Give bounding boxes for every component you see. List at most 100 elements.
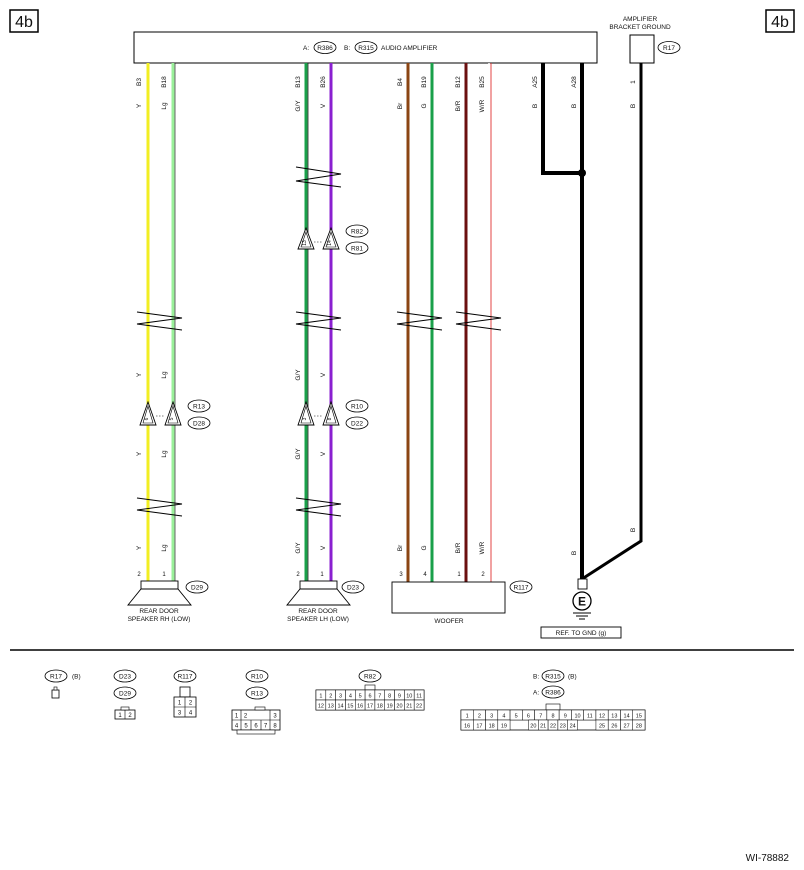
ground-symbol-letter: E [578, 595, 586, 609]
pin-label-wf-4: B25 [479, 76, 486, 88]
wire-b-a25 [541, 63, 582, 175]
wire-label-y-bottom: Y [136, 545, 143, 550]
legend-r82-row1-pin: 5 [359, 694, 362, 700]
legend-d23-oval [113, 669, 137, 683]
connector-r10-d22: 3 8 R10 D22 [297, 399, 369, 430]
terminal-r13-6: 6 [144, 417, 150, 420]
amplifier-conn-a: R386 [317, 45, 333, 52]
legend-r82-row2-pin: 17 [367, 704, 373, 710]
legend-r315-row2a-cell [497, 719, 511, 731]
wire-label-y-low: Y [136, 451, 143, 456]
legend-r17-label: R17 [50, 674, 62, 681]
legend-r10-label: R10 [251, 674, 263, 681]
amplifier-conn-b-oval [354, 41, 378, 54]
legend-r315-row2b-pin: 20 [530, 724, 536, 730]
pin-label-gnd-2: A28 [571, 76, 578, 88]
bracket-ground-box [629, 34, 655, 64]
speaker-rh-label-2: SPEAKER RH (LOW) [128, 616, 191, 623]
conn-d29-oval [185, 580, 209, 594]
bracket-ground-conn-oval [657, 41, 681, 54]
legend-r315-row2c-pin: 27 [624, 724, 630, 730]
speaker-lh-label-1: REAR DOOR [298, 608, 338, 615]
legend-r10-oval [245, 669, 269, 683]
audio-amplifier: A: R386 B: R315 AUDIO AMPLIFIER [133, 31, 598, 64]
legend-r315-row2c-pin: 25 [599, 724, 605, 730]
terminal-wf-3: 3 [399, 572, 403, 578]
legend-r82-row1-pin: 10 [406, 694, 412, 700]
legend-r315-row1-pin: 6 [527, 714, 530, 720]
triangle-rh-y-r13-inner [142, 404, 154, 424]
legend-r315-row1-pin: 13 [611, 714, 617, 720]
pin-labels: B3 B18 B13 B26 B4 B19 B12 B25 A25 A28 1 [136, 76, 637, 88]
wire-break-lh-mid [295, 311, 342, 331]
wire-label-v-low: V [320, 451, 327, 456]
wire-break-woofer-right [455, 311, 502, 331]
conn-r117: R117 [513, 585, 528, 592]
legend-d-tab [120, 706, 130, 711]
wire-label-b-a25: B [532, 104, 539, 108]
legend-r315-row2c-pin: 28 [636, 724, 642, 730]
legend-r10-pin-1: 1 [235, 714, 239, 720]
pin-label-lh-2: B26 [320, 76, 327, 88]
legend-d-pin-2: 2 [128, 713, 132, 719]
amplifier-bracket-ground: AMPLIFIER BRACKET GROUND R17 [609, 16, 681, 64]
terminal-r10-3: 3 [302, 417, 308, 420]
legend-r82-row2-pin: 12 [318, 704, 324, 710]
speaker-lh-cone [286, 588, 351, 606]
legend-r13-label: R13 [251, 691, 263, 698]
bracket-ground-label-2: BRACKET GROUND [609, 24, 671, 31]
triangle-lh-v-r81-inner [325, 231, 337, 248]
wire-label-b-bracket-top: B [630, 104, 637, 108]
legend-r10-pin-4: 4 [235, 724, 239, 730]
speaker-rh-magnet [140, 580, 179, 590]
legend-r315-row2b-pin: 24 [570, 724, 576, 730]
wire-label-b-bottom: B [571, 551, 578, 555]
legend-r315-row2b-pin: 23 [560, 724, 566, 730]
legend-r117-pin-4: 4 [189, 711, 193, 717]
wire-label-gy-top: G/Y [295, 100, 302, 112]
wire-label-v-mid: V [320, 372, 327, 377]
legend-r82-row2-pin: 22 [416, 704, 422, 710]
legend-r117-pin-1: 1 [178, 701, 182, 707]
legend-r315-row1-pin: 1 [466, 714, 469, 720]
legend-r315-oval [541, 669, 565, 683]
amplifier-prefix-b: B: [344, 45, 350, 52]
wire-break-rh-mid [136, 311, 183, 331]
rear-door-speaker-rh: 2 1 D29 REAR DOOR SPEAKER RH (LOW) [127, 572, 209, 623]
legend-r315-row2a-pin: 18 [489, 724, 495, 730]
legend-r315-tab [545, 703, 561, 711]
wire-color-labels: Y Lg G/Y V Br G B/R W/R B B B Y Lg G/Y V… [136, 99, 637, 555]
legend-r386-oval [541, 685, 565, 699]
wire-label-b-a28: B [571, 104, 578, 108]
triangle-lh-v-r10-inner [325, 404, 337, 424]
legend-r315-row1-pin: 10 [574, 714, 580, 720]
legend-d29-oval [113, 686, 137, 700]
wire-label-lg-low: Lg [161, 450, 168, 458]
rear-door-speaker-lh: 2 1 D23 REAR DOOR SPEAKER LH (LOW) [286, 572, 365, 623]
terminal-r82-13: 13 [302, 240, 308, 246]
legend-r82-row1-pin: 2 [329, 694, 332, 700]
wire-label-gy-mid: G/Y [295, 369, 302, 381]
legend-r315-row2b-pin: 21 [540, 724, 546, 730]
legend-r315-row2a-pin: 19 [501, 724, 507, 730]
wire-label-br-bottom: Br [397, 544, 404, 551]
terminal-r10-8: 8 [327, 417, 333, 420]
wire-breaks [136, 166, 502, 517]
pin-label-bracket: 1 [630, 80, 637, 84]
legend-r82-row1-pin: 1 [319, 694, 322, 700]
legend-r17-color: (B) [72, 674, 81, 681]
woofer: 3 4 1 2 R117 WOOFER [391, 572, 533, 625]
legend-r82-row2-pin: 21 [406, 704, 412, 710]
terminal-rh-2: 2 [137, 572, 141, 578]
terminal-rh-1: 1 [162, 572, 166, 578]
wire-label-wr-bottom: W/R [479, 541, 486, 554]
legend-r117-pin-2: 2 [189, 701, 193, 707]
wire-break-lh-lower [295, 497, 342, 517]
legend-r82-row2-cell [413, 699, 425, 711]
legend-r82-row2-pin: 16 [357, 704, 363, 710]
wire-label-gy-low: G/Y [295, 448, 302, 460]
terminal-wf-2: 2 [481, 572, 485, 578]
